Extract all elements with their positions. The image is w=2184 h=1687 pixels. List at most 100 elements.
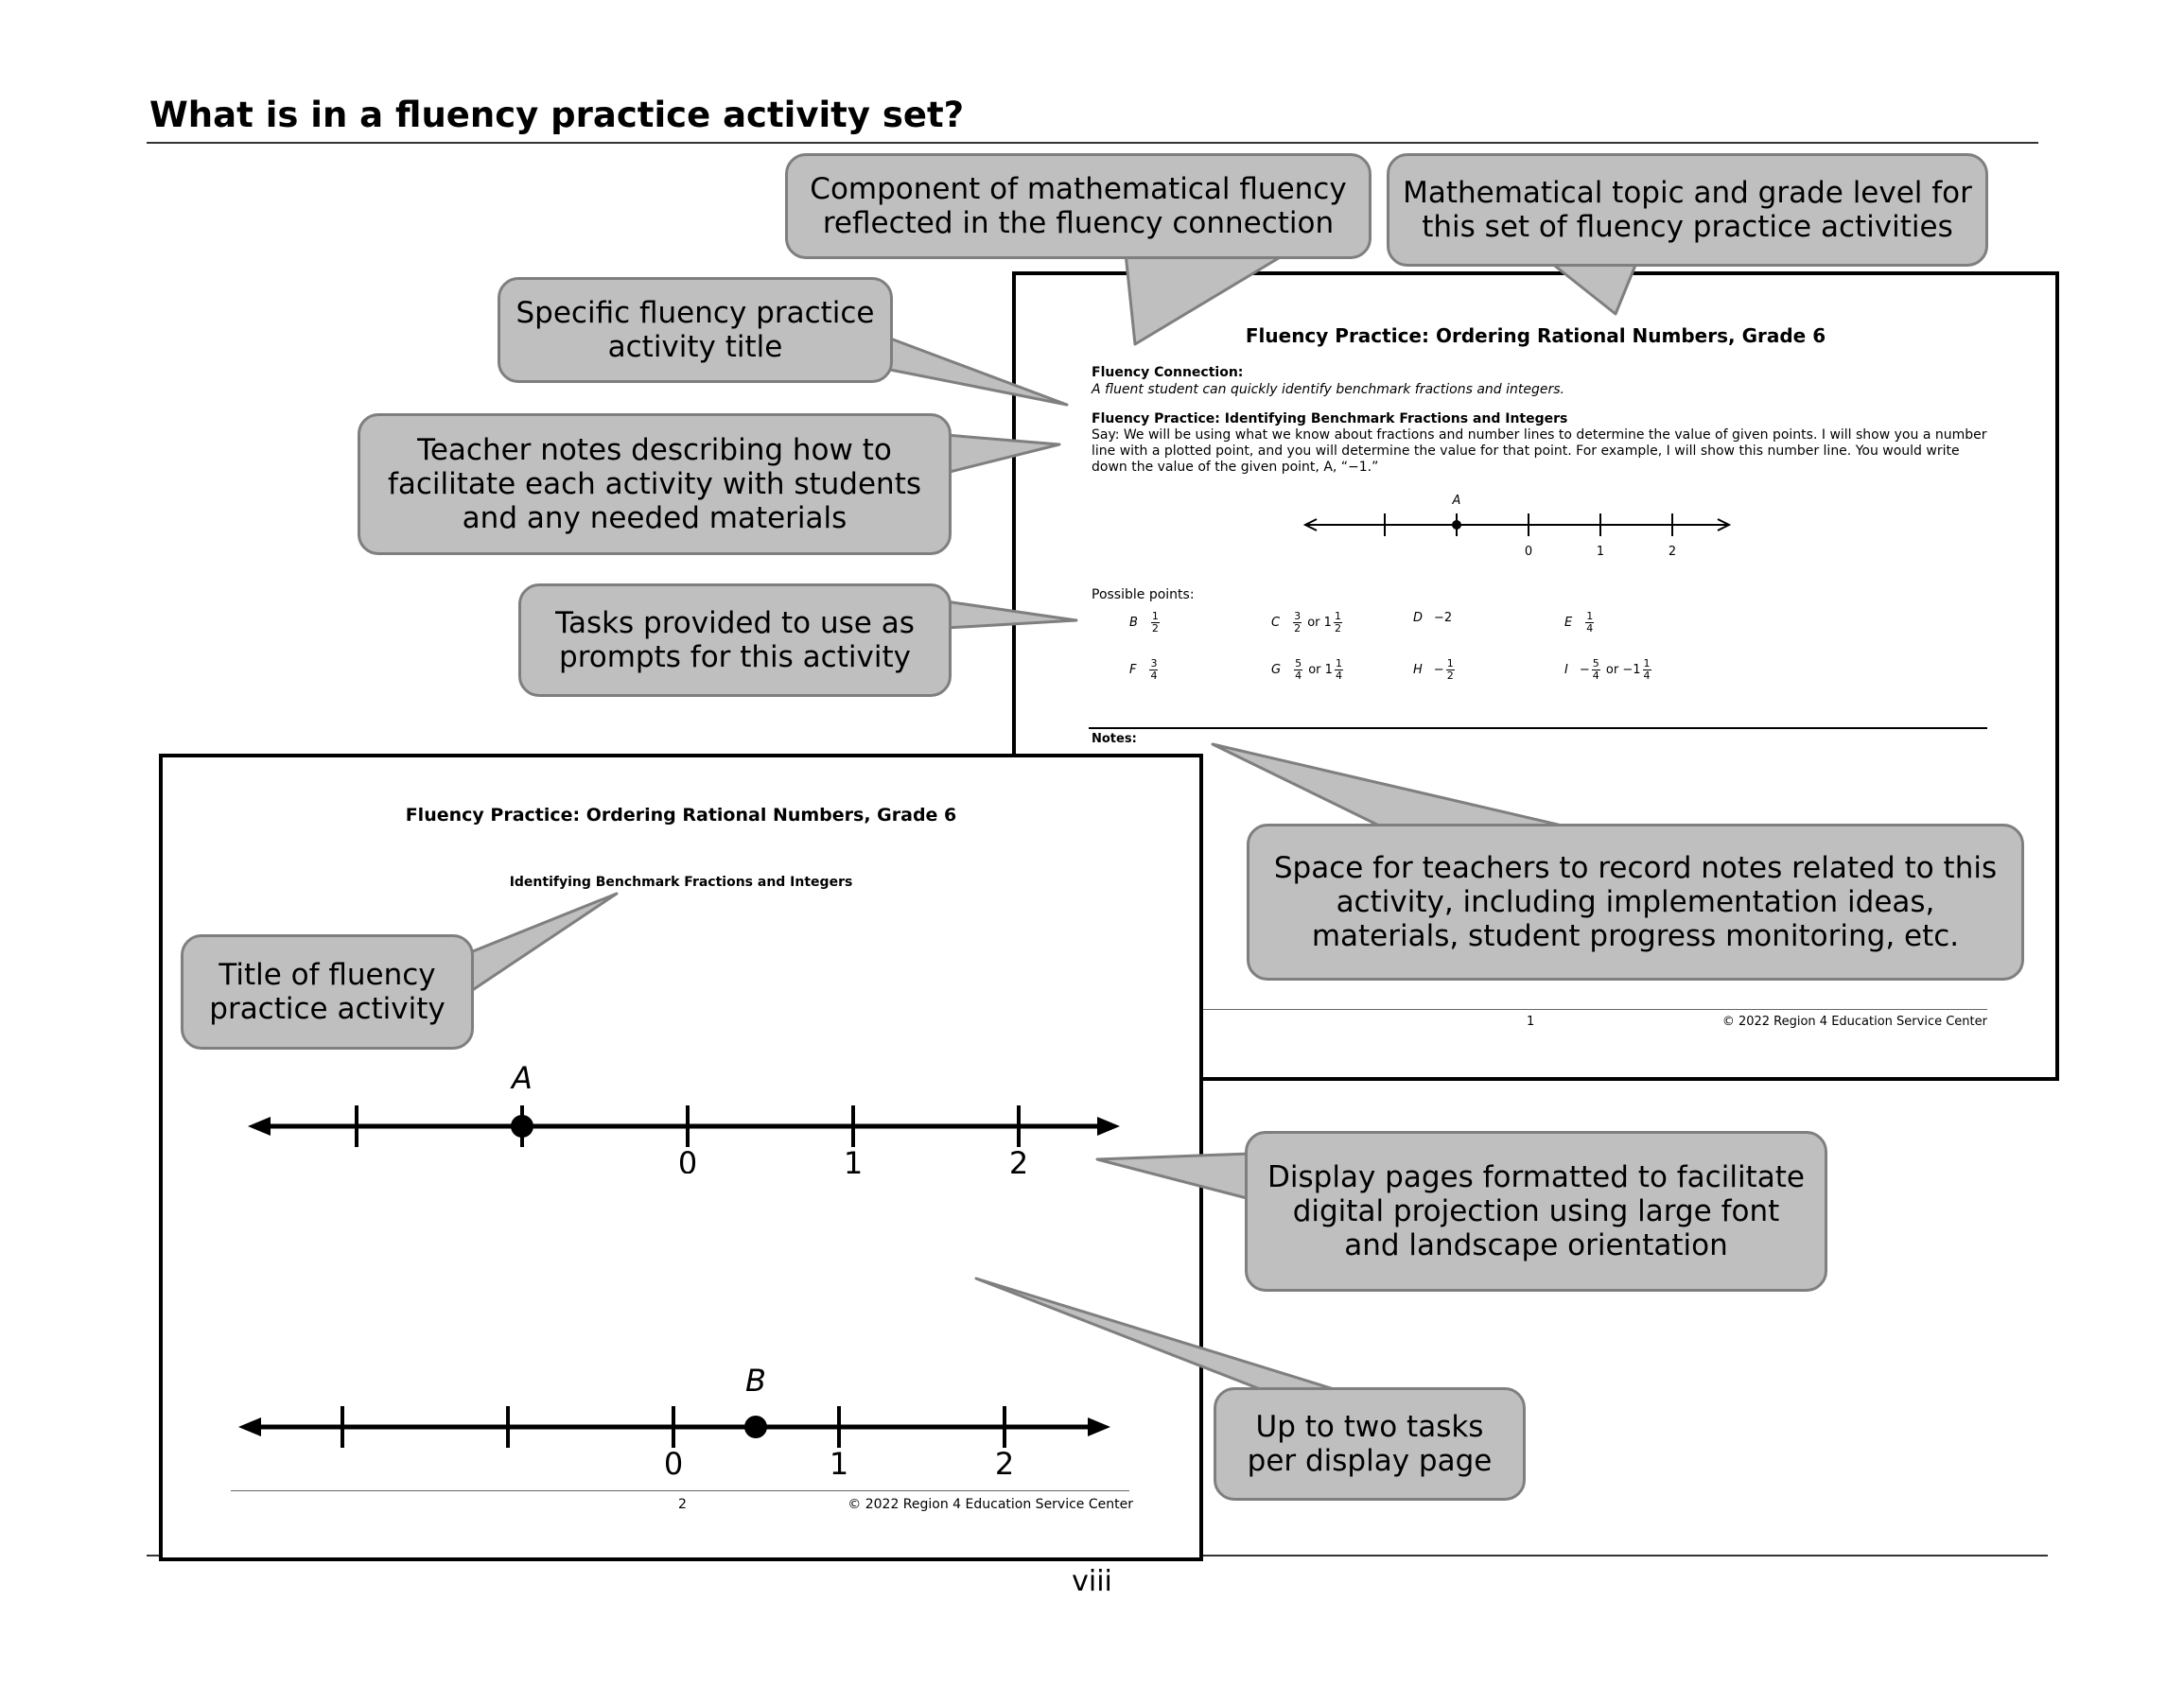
topic-callout: Mathematical topic and grade level for t… <box>1387 153 1988 267</box>
teacher-point-a-label: A <box>1452 494 1461 508</box>
numerator: 1 <box>1585 610 1595 623</box>
fluency-practice-label: Fluency Practice: Identifying Benchmark … <box>1092 411 1568 426</box>
display-point-a-label: A <box>510 1060 533 1096</box>
display-point-a-dot <box>511 1115 533 1138</box>
display-b-tick-2: 2 <box>995 1446 1014 1476</box>
denominator: 4 <box>1335 670 1342 682</box>
denominator: 4 <box>1586 622 1594 635</box>
notes-rule <box>1089 727 1987 729</box>
denominator: 2 <box>1151 622 1159 635</box>
point-letter: E <box>1564 616 1573 630</box>
numerator: 1 <box>1445 657 1455 670</box>
notes-space-callout-tail <box>1211 742 1572 829</box>
numerator: 3 <box>1149 657 1159 670</box>
sign: − <box>1579 663 1590 677</box>
two-tasks-callout-tail <box>974 1277 1345 1394</box>
possible-point-d: D −2 <box>1413 611 1452 625</box>
display-footer-copyright: © 2022 Region 4 Education Service Center <box>847 1497 1133 1512</box>
point-letter: B <box>1129 616 1138 630</box>
denominator: 2 <box>1334 622 1341 635</box>
point-value: −2 <box>1434 611 1453 625</box>
teacher-notes-callout-tail <box>944 433 1061 475</box>
denominator: 4 <box>1150 670 1158 682</box>
display-page: Fluency Practice: Ordering Rational Numb… <box>159 754 1203 1561</box>
notes-label: Notes: <box>1092 732 1137 746</box>
tasks-callout: Tasks provided to use as prompts for thi… <box>518 583 952 697</box>
possible-points-label: Possible points: <box>1092 587 1195 602</box>
display-page-title: Fluency Practice: Ordering Rational Numb… <box>405 805 957 826</box>
teacher-footer-page: 1 <box>1527 1015 1535 1029</box>
teacher-tick-2: 2 <box>1669 545 1676 559</box>
activity-title-callout-tail <box>883 335 1069 407</box>
denominator: 4 <box>1592 670 1599 682</box>
teacher-number-line: A 0 1 2 <box>1302 494 1732 559</box>
teacher-point-a-dot <box>1452 520 1461 530</box>
numerator: 5 <box>1591 657 1600 670</box>
point-letter: G <box>1271 663 1282 677</box>
teacher-notes-callout: Teacher notes describing how to facilita… <box>358 413 952 555</box>
or-text: or <box>1304 663 1325 677</box>
display-point-b-dot <box>744 1416 767 1438</box>
display-pages-callout: Display pages formatted to facilitate di… <box>1245 1131 1827 1292</box>
display-b-tick-0: 0 <box>664 1446 683 1476</box>
display-point-b-label: B <box>745 1363 766 1399</box>
teacher-tick-1: 1 <box>1597 545 1604 559</box>
fluency-practice-text: Say: We will be using what we know about… <box>1092 427 1987 475</box>
display-a-tick-0: 0 <box>678 1145 697 1174</box>
denominator: 4 <box>1643 670 1651 682</box>
numerator: 1 <box>1642 657 1651 670</box>
numerator: 3 <box>1293 610 1302 623</box>
whole-part: 1 <box>1324 663 1333 677</box>
display-page-subtitle: Identifying Benchmark Fractions and Inte… <box>509 875 853 890</box>
teacher-footer-copyright: © 2022 Region 4 Education Service Center <box>1721 1015 1987 1029</box>
page-heading: What is in a fluency practice activity s… <box>149 95 965 135</box>
fluency-connection-label: Fluency Connection: <box>1092 365 1244 380</box>
or-text: or <box>1601 663 1623 677</box>
whole-part: 1 <box>1323 616 1332 630</box>
fluency-connection-text: A fluent student can quickly identify be… <box>1092 382 1564 397</box>
point-letter: F <box>1129 663 1137 677</box>
page-number: viii <box>1072 1565 1112 1598</box>
activity-title-callout: Specific fluency practice activity title <box>498 277 893 383</box>
denominator: 2 <box>1294 622 1302 635</box>
point-letter: D <box>1413 611 1424 625</box>
title-activity-callout-tail <box>466 892 619 995</box>
teacher-footer-rule <box>1089 1009 1987 1010</box>
numerator: 1 <box>1333 610 1342 623</box>
display-a-tick-2: 2 <box>1009 1145 1028 1174</box>
point-letter: C <box>1271 616 1281 630</box>
display-pages-callout-tail <box>1095 1152 1252 1201</box>
whole-part: −1 <box>1622 663 1641 677</box>
component-callout-tail <box>1124 252 1288 346</box>
teacher-tick-0: 0 <box>1525 545 1532 559</box>
notes-space-callout: Space for teachers to record notes relat… <box>1247 824 2024 981</box>
point-letter: H <box>1413 663 1423 677</box>
display-b-tick-1: 1 <box>830 1446 848 1476</box>
point-letter: I <box>1564 663 1568 677</box>
display-a-tick-1: 1 <box>844 1145 863 1174</box>
heading-rule <box>147 142 2038 144</box>
display-footer-rule <box>231 1490 1129 1491</box>
title-activity-callout: Title of fluency practice activity <box>181 934 474 1050</box>
tasks-callout-tail <box>944 600 1078 630</box>
sign: − <box>1433 663 1444 677</box>
display-number-line-a: A 0 1 2 <box>248 1060 1120 1174</box>
teacher-page-title: Fluency Practice: Ordering Rational Numb… <box>1245 324 1826 347</box>
display-number-line-b: B 0 1 2 <box>238 1363 1110 1476</box>
